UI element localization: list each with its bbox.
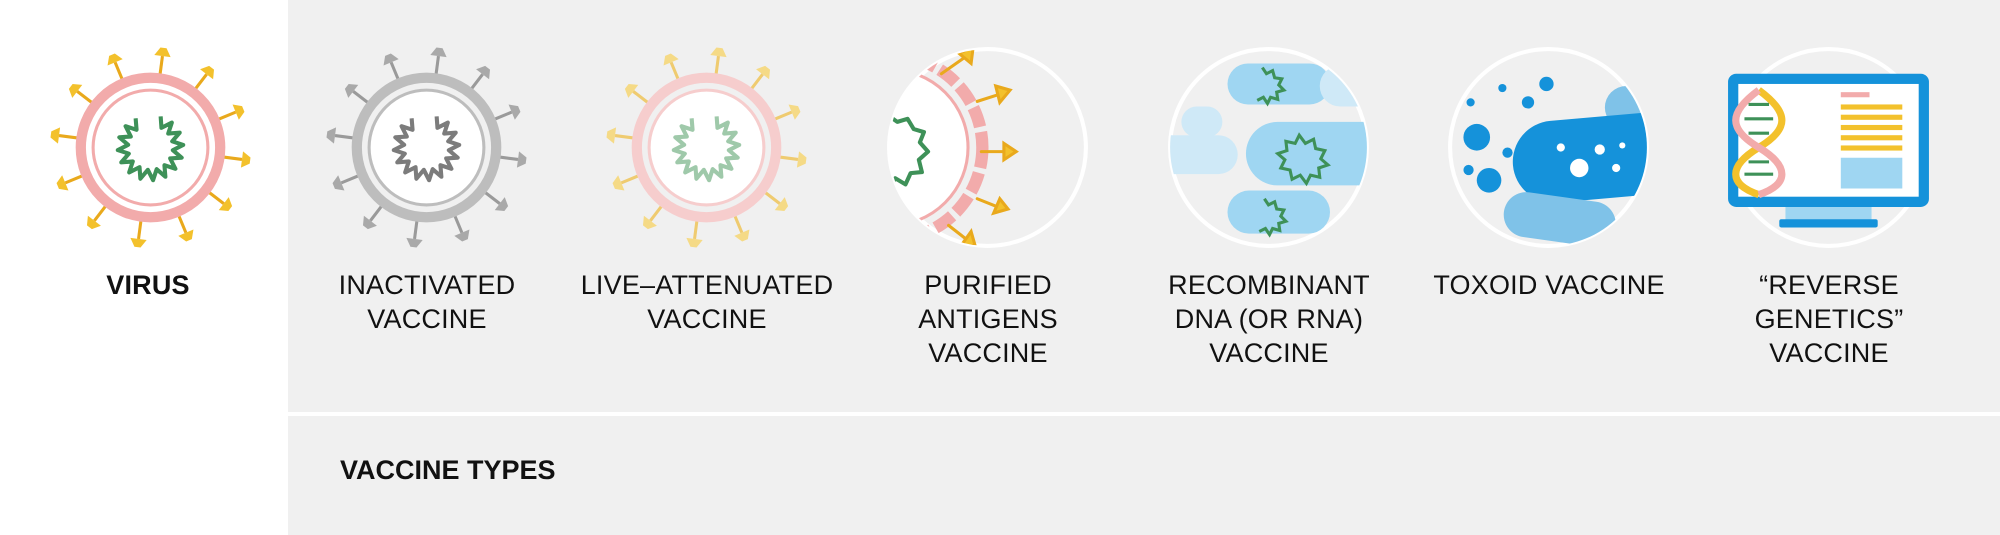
toxoid-capsule-icon [1446,45,1651,250]
inactivated-virus-icon [324,45,529,250]
vaccine-types-panel [288,0,2000,412]
vaccine-types-footer [288,416,2000,535]
virus-label: VIRUS [106,270,190,300]
recombinant-capsules-icon [1166,45,1371,250]
recombinant-label: RECOMBINANT DNA (OR RNA) VACCINE [1168,270,1370,368]
reverse-genetics-label: “REVERSE GENETICS” VACCINE [1754,270,1904,368]
toxoid-label: TOXOID VACCINE [1433,270,1665,300]
divider [288,412,2000,416]
vaccine-types-title: VACCINE TYPES [340,455,556,485]
live-attenuated-label: LIVE–ATTENUATED VACCINE [580,270,834,334]
virus-icon [48,45,253,250]
antigen-fragment-icon [885,45,1090,250]
attenuated-virus-icon [604,45,809,250]
purified-antigens-label: PURIFIED ANTIGENS VACCINE [918,270,1058,368]
inactivated-label: INACTIVATED VACCINE [338,270,516,334]
computer-dna-icon [1726,45,1931,250]
